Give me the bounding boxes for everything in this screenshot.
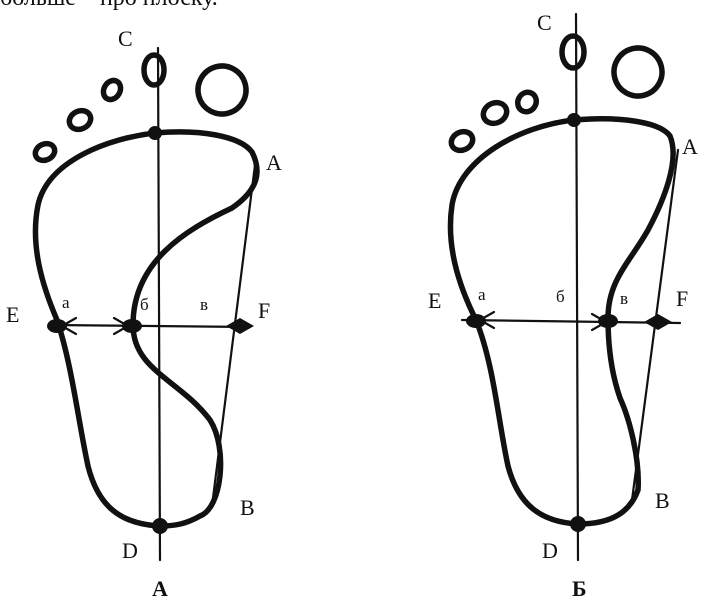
label-e: E — [428, 288, 441, 313]
label-b-point: B — [240, 495, 255, 520]
toe-icon — [448, 128, 476, 154]
axis-cd — [574, 12, 580, 562]
label-e: E — [6, 302, 19, 327]
big-toe-icon — [559, 33, 587, 71]
label-small-a: а — [478, 285, 486, 304]
label-small-a: а — [62, 293, 70, 312]
line-ab — [211, 163, 257, 500]
label-a-point: A — [266, 150, 282, 175]
point-a — [47, 319, 67, 333]
toe-icon — [611, 45, 665, 99]
toe-icon — [514, 89, 540, 115]
label-small-b: б — [556, 287, 565, 306]
label-c: C — [537, 10, 552, 35]
line-ef — [50, 323, 252, 329]
caption-b: Б — [572, 576, 587, 601]
figure-a: C A E F B D а б в А — [6, 26, 282, 601]
caption-a: А — [152, 576, 168, 601]
big-toe-icon — [141, 52, 167, 88]
label-d: D — [122, 538, 138, 563]
toe-icon — [480, 99, 510, 127]
label-small-v: в — [620, 289, 628, 308]
point-b — [598, 314, 618, 328]
label-small-b: б — [140, 295, 149, 314]
header-text: больше – про плоску. — [0, 0, 218, 12]
label-c: C — [118, 26, 133, 51]
foot-outline — [32, 129, 260, 529]
toe-icon — [100, 77, 124, 103]
figure-b: C A E F B D а б в Б — [428, 10, 698, 601]
label-a-point: A — [682, 134, 698, 159]
point-d — [152, 518, 168, 534]
point-d — [570, 516, 586, 532]
toe-icon — [32, 140, 58, 164]
point-v — [644, 314, 672, 330]
line-ef — [460, 318, 682, 325]
label-b-point: B — [655, 488, 670, 513]
label-f: F — [258, 298, 270, 323]
point-b — [122, 319, 142, 333]
toe-icon — [195, 63, 249, 117]
label-f: F — [676, 286, 688, 311]
label-d: D — [542, 538, 558, 563]
toe-icon — [66, 107, 94, 133]
axis-cd — [156, 46, 162, 562]
point-a — [466, 314, 486, 328]
point-top — [148, 126, 162, 140]
point-v — [226, 318, 254, 334]
point-top — [567, 113, 581, 127]
label-small-v: в — [200, 295, 208, 314]
foot-outline — [447, 116, 676, 527]
